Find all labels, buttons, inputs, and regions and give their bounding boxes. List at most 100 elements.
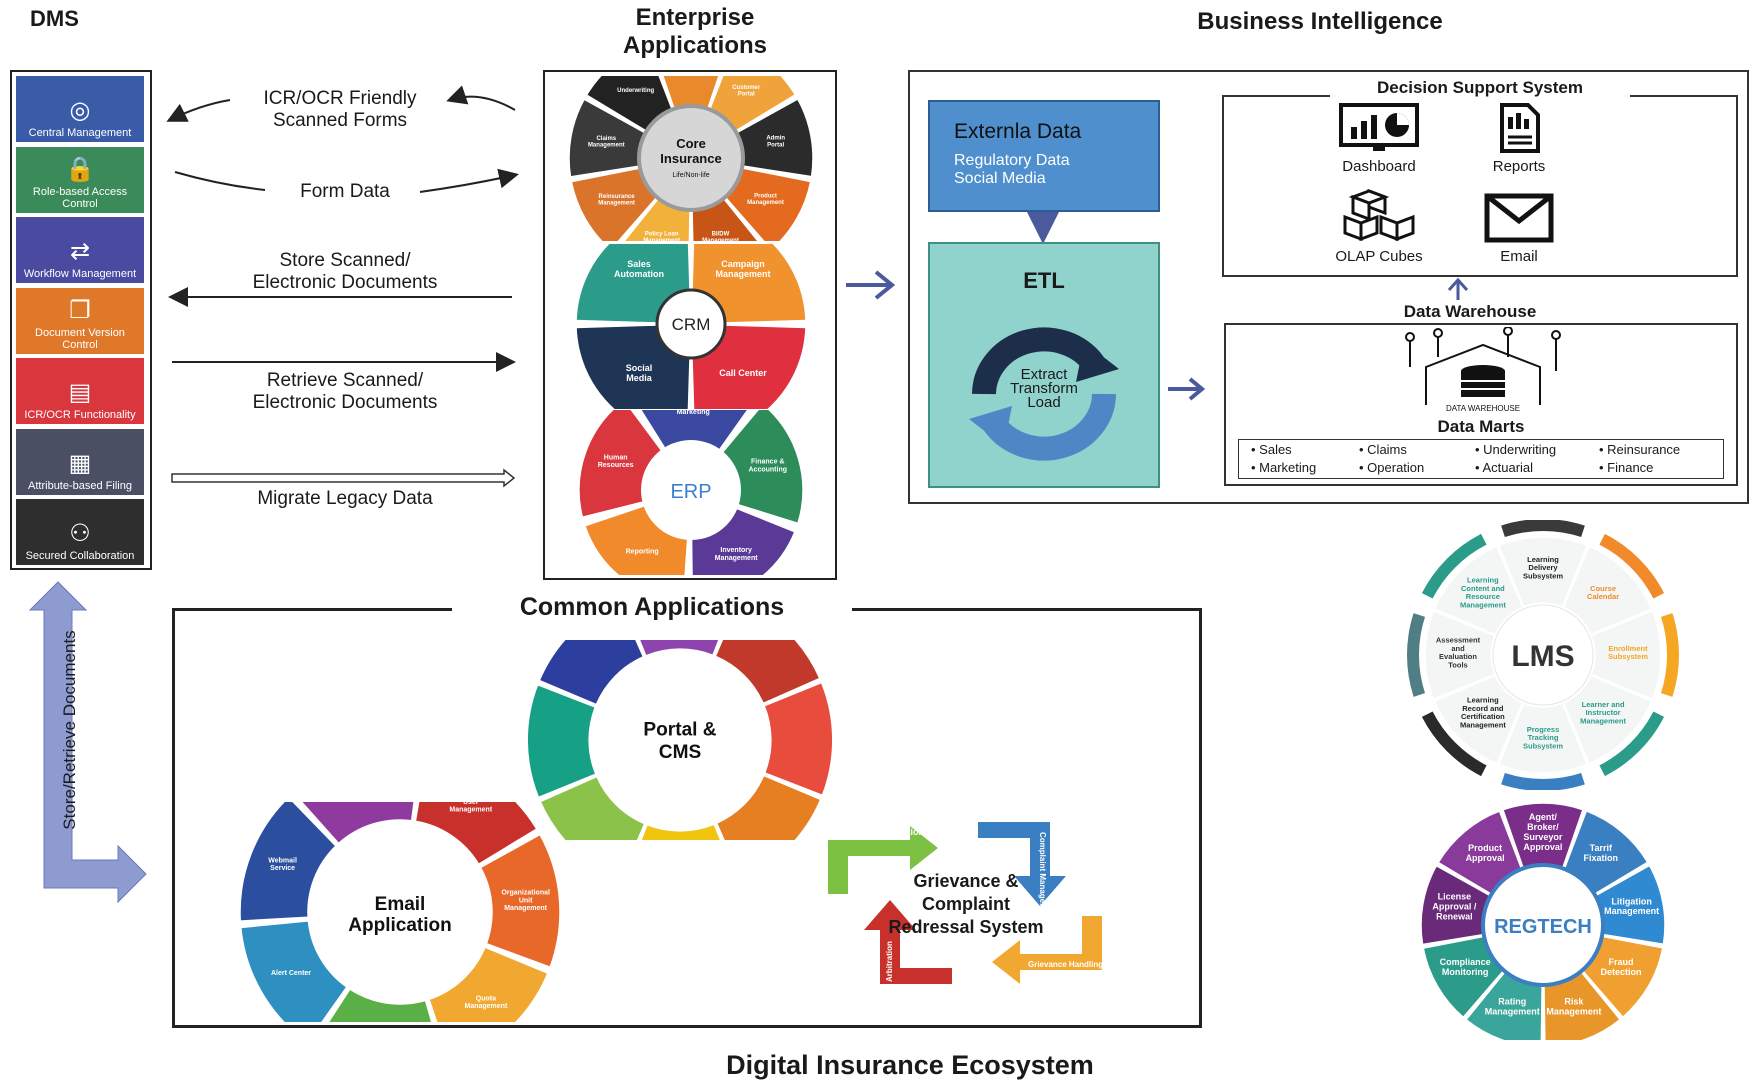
grievance-title-line1: Grievance &: [913, 871, 1019, 891]
enterprise-header: Enterprise Applications: [560, 4, 830, 60]
grievance-system: Prosecution Complaint Management Grievan…: [820, 812, 1120, 1002]
portal-segment-s7: [526, 683, 597, 799]
dms-item-role-based-access-control: 🔒Role-based Access Control: [16, 146, 144, 215]
email-segment-webmail-service: [239, 802, 338, 922]
core-segment-label: BI/DWManagement: [702, 231, 739, 241]
grievance-title-line2: Complaint: [922, 894, 1010, 914]
reports-icon: [1500, 103, 1540, 153]
store-label: Store Scanned/ Electronic Documents: [195, 250, 495, 294]
grievance-title: Grievance & Complaint Redressal System: [876, 870, 1056, 939]
icr-label: ICR/OCR Friendly Scanned Forms: [225, 88, 455, 132]
dss-olap-label: OLAP Cubes: [1335, 248, 1423, 265]
erp-title: ERP: [670, 481, 711, 503]
enterprise-panel: [543, 70, 837, 580]
dashboard-icon: [1339, 103, 1419, 151]
email-app-wheel: OAuth ServiceManagementUserManagementOrg…: [239, 802, 561, 1022]
erp-segment-label: Sales andMarketing: [677, 410, 710, 416]
data-mart-finance: • Finance: [1599, 460, 1654, 475]
data-mart-reinsurance: • Reinsurance: [1599, 442, 1681, 457]
core-segment-label: AgentPortal: [682, 76, 699, 77]
data-mart-marketing: • Marketing: [1251, 460, 1317, 475]
data-mart-underwriting: • Underwriting: [1475, 442, 1557, 457]
portal-segment-s8: [538, 640, 645, 706]
grievance-cycle: Prosecution Complaint Management Grievan…: [828, 822, 1103, 984]
dms-item-label: Workflow Management: [23, 268, 137, 280]
data-marts-title: Data Marts: [1437, 417, 1525, 436]
footer-title: Digital Insurance Ecosystem: [726, 1050, 1094, 1080]
portal-segment-s2: [714, 640, 821, 705]
data-marts-list: • Sales • Claims • Underwriting • Reinsuran…: [1238, 439, 1724, 479]
grievance-step-arbitration: Arbitration: [885, 941, 894, 982]
lms-segment-learning-content-and-resource-management: [1433, 545, 1524, 636]
crm-segment-label: Call Center: [719, 368, 767, 378]
erp-segment-label: Reporting: [626, 548, 659, 555]
collaboration-icon: ⚇: [69, 520, 91, 547]
data-mart-claims: • Claims: [1359, 442, 1407, 457]
bi-header: Business Intelligence: [1197, 8, 1443, 35]
dms-item-icr-ocr-functionality: ▤ICR/OCR Functionality: [16, 358, 144, 426]
etl-steps: Extract Transform Load: [930, 367, 1158, 410]
dms-item-label: Document Version Control: [35, 326, 125, 351]
lms-outer-arc: [1501, 520, 1585, 538]
core-subtitle: Life/Non-life: [672, 172, 709, 179]
dms-panel: ◎Central Management🔒Role-based Access Co…: [10, 70, 152, 570]
portal-cms-wheel: Portal &CMS: [526, 640, 834, 840]
retrieve-label-line1: Retrieve Scanned/: [266, 370, 424, 391]
portal-segment-s3: [763, 681, 834, 797]
email-segment-organizational-unit-management: [479, 833, 561, 969]
erp-segment-label: Finance &Accounting: [749, 459, 788, 474]
dms-item-workflow-management: ⇄Workflow Management: [16, 217, 144, 285]
network-icon: ◎: [69, 97, 91, 124]
dms-item-label: Secured Collaboration: [25, 550, 135, 562]
portal-title-2: CMS: [659, 742, 701, 763]
lms-segment-learner-and-instructor-management: [1562, 674, 1653, 765]
portal-segment-s5: [640, 823, 722, 840]
external-data-item2: Social Media: [954, 170, 1046, 187]
lms-segment-learning-record-and-certification-management: [1433, 674, 1524, 765]
etl-box: ETL Extract Transform Load: [928, 242, 1160, 488]
enterprise-to-bi-arrow: [846, 270, 896, 300]
migrate-arrow: [171, 468, 516, 488]
form-data-arrow: [174, 171, 266, 191]
core-insurance-wheel: AgentPortalCustomerPortalAdminPortalProd…: [568, 76, 814, 241]
dss-reports-label: Reports: [1492, 158, 1546, 175]
regtech-title: REGTECH: [1494, 916, 1592, 938]
data-warehouse-icon: DATA WAREHOUSE: [1405, 327, 1561, 413]
lms-outer-arc: [1599, 533, 1665, 599]
retrieve-label-line2: Electronic Documents: [252, 392, 438, 413]
dss-dashboard: Dashboard: [1324, 103, 1434, 175]
dms-item-label: ICR/OCR Functionality: [24, 409, 136, 421]
dms-item-attribute-based-filing: ▦Attribute-based Filing: [16, 428, 144, 497]
dss-title: Decision Support System: [1330, 78, 1630, 98]
common-header: Common Applications: [452, 593, 852, 622]
dms-item-central-management: ◎Central Management: [16, 76, 144, 144]
data-mart-sales: • Sales: [1251, 442, 1292, 457]
lms-segment-enrollment-subsystem: [1590, 609, 1662, 701]
crm-title: CRM: [672, 315, 711, 334]
data-mart-actuarial: • Actuarial: [1475, 460, 1534, 475]
lms-segment-progress-tracking-subsystem: [1497, 702, 1589, 774]
icr-arrow: [446, 85, 516, 111]
